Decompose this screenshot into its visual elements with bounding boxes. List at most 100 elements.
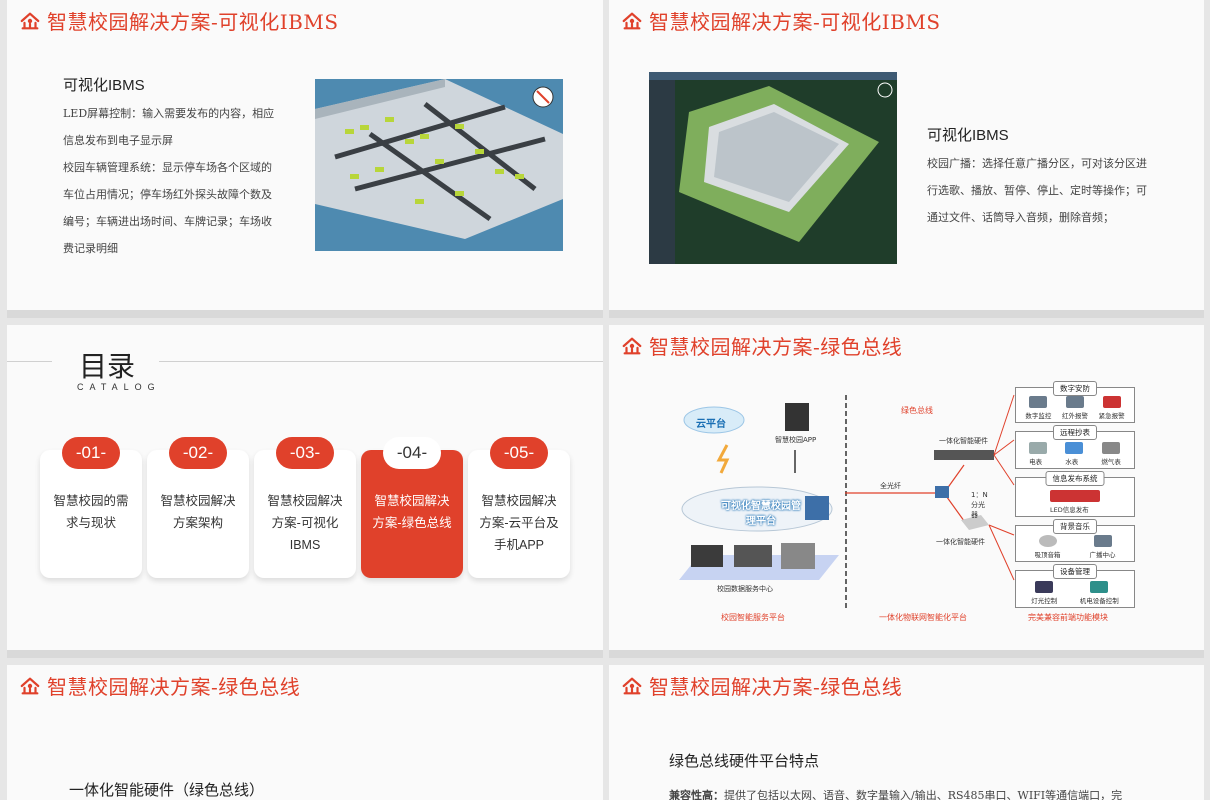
- group-security: 数字安防 数字监控 红外报警 紧急报警: [1015, 381, 1135, 423]
- card-label: 智慧校园解决方案-可视化IBMS: [267, 494, 343, 552]
- hardware-label-1: 一体化智能硬件: [939, 437, 988, 445]
- slide-green-bus-features[interactable]: 智慧校园解决方案-绿色总线 绿色总线硬件平台特点 兼容性高：提供了包括以太网、语…: [609, 665, 1204, 800]
- divider: [7, 361, 52, 362]
- catalog-card-3[interactable]: -03- 智慧校园解决方案-可视化IBMS: [254, 437, 356, 582]
- group-item: 电表: [1029, 458, 1043, 466]
- alarm-icon: 紧急报警: [1099, 396, 1125, 420]
- group-title: 背景音乐: [1053, 519, 1097, 534]
- group-item: LED信息发布: [1050, 506, 1089, 514]
- slide-title: 智慧校园解决方案-绿色总线: [19, 671, 300, 700]
- group-item: 水表: [1065, 458, 1079, 466]
- catalog-card-2[interactable]: -02- 智慧校园解决方案架构: [147, 437, 249, 582]
- group-music: 背景音乐 吸顶音箱 广播中心: [1015, 519, 1135, 562]
- slide-title-text: 智慧校园解决方案-绿色总线: [649, 335, 903, 359]
- catalog-card-5[interactable]: -05- 智慧校园解决方案-云平台及手机APP: [468, 437, 570, 582]
- footer-left-label: 校园智能服务平台: [721, 613, 785, 622]
- group-title: 远程抄表: [1053, 425, 1097, 440]
- section-heading: 可视化IBMS: [927, 127, 1009, 144]
- slide-green-bus-hardware[interactable]: 智慧校园解决方案-绿色总线 一体化智能硬件（绿色总线）: [7, 665, 603, 800]
- ibms-screen-illustration: [649, 72, 897, 264]
- school-logo-icon: [621, 675, 643, 697]
- group-item: 广播中心: [1089, 551, 1116, 559]
- card-number: -01-: [62, 437, 120, 469]
- group-info-publish: 信息发布系统 LED信息发布: [1015, 471, 1135, 517]
- slide-title: 智慧校园解决方案-绿色总线: [621, 671, 902, 700]
- slide-title: 智慧校园解决方案-可视化IBMS: [621, 6, 941, 35]
- cloud-platform-label: 云平台: [696, 419, 726, 430]
- water-meter-icon: 水表: [1065, 442, 1084, 466]
- description-line: 校园车辆管理系统：显示停车场各个区域的: [63, 161, 272, 174]
- description-line: 通过文件、话筒导入音频，删除音频；: [927, 211, 1114, 224]
- slide-title: 智慧校园解决方案-可视化IBMS: [19, 6, 339, 35]
- group-title: 设备管理: [1053, 564, 1097, 579]
- description-line: 费记录明细: [63, 242, 118, 255]
- group-item: 数字监控: [1025, 412, 1052, 420]
- app-label: 智慧校园APP: [775, 436, 817, 444]
- diagram-graphics: [679, 394, 1015, 610]
- section-heading: 可视化IBMS: [63, 77, 145, 94]
- card-number: -04-: [383, 437, 441, 469]
- group-title: 数字安防: [1053, 381, 1097, 396]
- splitter-label: 1：N 分光器: [971, 491, 988, 519]
- infrared-icon: 红外报警: [1062, 396, 1088, 420]
- slide-title-text: 智慧校园解决方案-绿色总线: [47, 675, 301, 699]
- group-equipment: 设备管理 灯光控制 机电设备控制: [1015, 564, 1135, 608]
- group-item: 灯光控制: [1031, 597, 1058, 605]
- group-item: 机电设备控制: [1079, 597, 1119, 605]
- card-number: -02-: [169, 437, 227, 469]
- slide-ibms-parking[interactable]: 智慧校园解决方案-可视化IBMS 可视化IBMS LED屏幕控制：输入需要发布的…: [7, 0, 603, 318]
- description-line: 车位占用情况；停车场红外探头故障个数及: [63, 188, 272, 201]
- footer-mid-label: 一体化物联网智能化平台: [879, 613, 967, 622]
- camera-icon: 数字监控: [1025, 396, 1051, 420]
- card-label: 智慧校园的需求与现状: [53, 494, 129, 530]
- slide-title-text: 智慧校园解决方案-可视化IBMS: [47, 10, 339, 34]
- description: 校园广播：选择任意广播分区，可对该分区进 行选歌、播放、暂停、停止、定时等操作；…: [927, 150, 1167, 231]
- gas-meter-icon: 燃气表: [1101, 442, 1121, 466]
- led-screen-icon: LED信息发布: [1050, 490, 1100, 514]
- description: LED屏幕控制：输入需要发布的内容，相应 信息发布到电子显示屏 校园车辆管理系统…: [63, 100, 293, 262]
- parking-lot-illustration: [315, 79, 563, 251]
- card-label: 智慧校园解决方案架构: [160, 494, 236, 530]
- description-line: 行选歌、播放、暂停、停止、定时等操作；可: [927, 184, 1147, 197]
- school-logo-icon: [19, 10, 41, 32]
- description-line: LED屏幕控制：输入需要发布的内容，相应: [63, 107, 275, 120]
- fiber-label: 全光纤: [880, 482, 901, 490]
- feature-text: 提供了包括以太网、语音、数字量输入/输出、RS485串口、WIFI等通信端口，完: [724, 789, 1123, 800]
- slide-ibms-broadcast[interactable]: 智慧校园解决方案-可视化IBMS 可视化IBMS 校园广播：选择任意广播分区，可…: [609, 0, 1204, 318]
- electric-meter-icon: 电表: [1029, 442, 1048, 466]
- slide-title-text: 智慧校园解决方案-可视化IBMS: [649, 10, 941, 34]
- section-heading: 一体化智能硬件（绿色总线）: [69, 782, 265, 799]
- broadcast-center-icon: 广播中心: [1090, 535, 1116, 559]
- group-metering: 远程抄表 电表 水表 燃气表: [1015, 425, 1135, 469]
- motor-icon: 机电设备控制: [1080, 581, 1119, 605]
- catalog-card-1[interactable]: -01- 智慧校园的需求与现状: [40, 437, 142, 582]
- data-center-label: 校园数据服务中心: [717, 585, 773, 593]
- feature-line: 兼容性高：提供了包括以太网、语音、数字量输入/输出、RS485串口、WIFI等通…: [669, 782, 1204, 800]
- footer-right-label: 完美兼容前端功能模块: [1028, 613, 1108, 622]
- group-item: 燃气表: [1101, 458, 1121, 466]
- section-heading: 绿色总线硬件平台特点: [669, 753, 820, 770]
- description-line: 编号；车辆进出场时间、车牌记录；车场收: [63, 215, 272, 228]
- green-bus-label: 绿色总线: [901, 406, 933, 415]
- group-item: 吸顶音箱: [1034, 551, 1061, 559]
- catalog-title: 目录: [79, 351, 136, 382]
- slide-green-bus-diagram[interactable]: 智慧校园解决方案-绿色总线 云平台 智慧校园APP 可视化智慧校园管理平台 校园…: [609, 325, 1204, 658]
- card-label: 智慧校园解决方案-云平台及手机APP: [479, 494, 559, 552]
- description-line: 校园广播：选择任意广播分区，可对该分区进: [927, 157, 1147, 170]
- school-logo-icon: [621, 10, 643, 32]
- speaker-icon: 吸顶音箱: [1035, 535, 1061, 559]
- school-logo-icon: [19, 675, 41, 697]
- catalog-subtitle: CATALOG: [77, 382, 161, 392]
- divider: [159, 361, 603, 362]
- slide-title-text: 智慧校园解决方案-绿色总线: [649, 675, 903, 699]
- light-control-icon: 灯光控制: [1031, 581, 1057, 605]
- card-number: -03-: [276, 437, 334, 469]
- group-item: 紧急报警: [1098, 412, 1125, 420]
- group-item: 红外报警: [1061, 412, 1088, 420]
- card-label: 智慧校园解决方案-绿色总线: [372, 494, 452, 530]
- slide-catalog[interactable]: 目录 CATALOG -01- 智慧校园的需求与现状 -02- 智慧校园解决方案…: [7, 325, 603, 658]
- catalog-card-4[interactable]: -04- 智慧校园解决方案-绿色总线: [361, 437, 463, 582]
- hardware-label-2: 一体化智能硬件: [936, 538, 985, 546]
- description-line: 信息发布到电子显示屏: [63, 134, 173, 147]
- feature-label: 兼容性高：: [669, 789, 724, 800]
